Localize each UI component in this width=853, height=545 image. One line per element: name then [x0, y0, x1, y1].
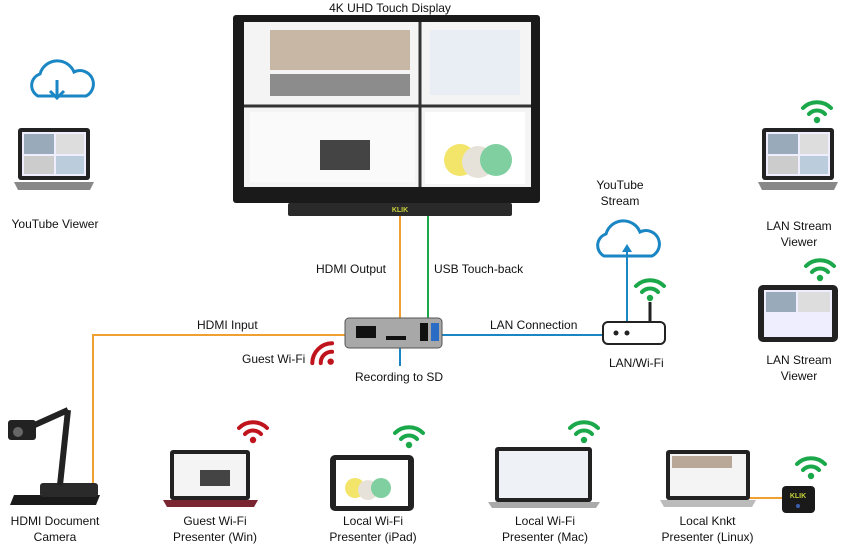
lan-viewer-tablet — [758, 285, 838, 342]
usb-touchback-label: USB Touch-back — [434, 262, 524, 276]
youtube-viewer-laptop — [14, 128, 94, 190]
klik-box — [344, 317, 443, 349]
touch-display: KLIK — [233, 15, 540, 216]
presenter-win-laptop — [163, 450, 258, 507]
youtube-viewer-label: YouTube Viewer — [11, 217, 99, 231]
wifi-icon — [568, 420, 600, 446]
presenter-mac-laptop — [488, 447, 600, 508]
display-brand-logo: KLIK — [392, 207, 408, 214]
hdmi-output-label: HDMI Output — [316, 262, 387, 276]
hdmi-input-label: HDMI Input — [197, 318, 258, 332]
lan-connection-label: LAN Connection — [490, 318, 578, 332]
knkt-brand-logo: KLIK — [790, 493, 806, 500]
hdmi-input-line — [92, 334, 345, 488]
knkt-dongle: KLIK — [782, 486, 815, 513]
recording-label: Recording to SD — [355, 370, 444, 384]
wifi-icon — [801, 100, 833, 126]
wifi-icon — [804, 258, 836, 284]
guest-wifi-label: Guest Wi-Fi — [242, 352, 306, 366]
router-label: LAN/Wi-Fi — [609, 356, 664, 370]
presenter-ipad — [330, 455, 414, 511]
document-camera — [8, 407, 100, 505]
router-wifi-icon — [634, 278, 666, 304]
router — [602, 302, 666, 345]
guest-wifi-icon — [308, 339, 343, 374]
wifi-icon — [393, 425, 425, 451]
wifi-icon — [795, 456, 827, 482]
wifi-icon — [237, 420, 269, 446]
presenter-linux-laptop — [660, 450, 756, 507]
display-title: 4K UHD Touch Display — [329, 1, 451, 15]
lan-viewer-laptop — [758, 128, 838, 190]
